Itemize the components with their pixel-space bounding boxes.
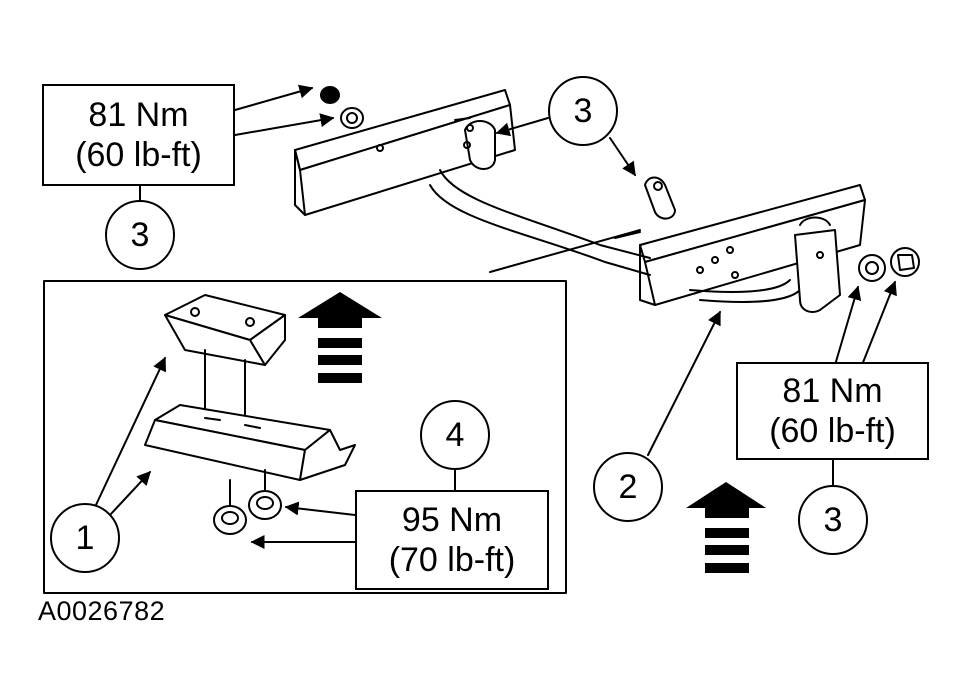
callout-2: 2 <box>593 452 663 522</box>
cross-member <box>429 169 801 303</box>
callout-4: 4 <box>420 400 490 470</box>
callout-number: 3 <box>573 91 593 130</box>
left-bracket <box>454 117 496 170</box>
torque-value-lbft: (70 lb-ft) <box>388 541 516 579</box>
torque-value-lbft: (60 lb-ft) <box>75 136 202 174</box>
inset-mount-pad <box>164 294 286 431</box>
right-bracket <box>794 216 841 313</box>
callout-1: 1 <box>50 503 120 573</box>
left-frame-rail <box>294 89 516 216</box>
top-nuts <box>320 86 364 129</box>
inset-nuts <box>213 469 282 535</box>
front-arrow-inset <box>298 292 382 383</box>
callout-number: 1 <box>75 518 95 557</box>
callout-3-top-left: 3 <box>105 200 175 270</box>
torque-box-inset: 95 Nm (70 lb-ft) <box>355 490 549 590</box>
figure-id: A0026782 <box>38 596 166 626</box>
torque-value-nm: 95 Nm <box>401 501 503 539</box>
torque-box-right: 81 Nm (60 lb-ft) <box>736 362 929 460</box>
front-arrow-main <box>686 482 766 573</box>
callout-3-top-center: 3 <box>548 76 618 146</box>
callout-number: 4 <box>445 415 465 454</box>
torque-value-nm: 81 Nm <box>88 96 189 134</box>
torque-value-lbft: (60 lb-ft) <box>769 412 896 450</box>
callout-number: 2 <box>618 467 638 506</box>
inset-frame <box>43 280 567 594</box>
torque-value-nm: 81 Nm <box>782 372 883 410</box>
callout-number: 3 <box>130 215 150 254</box>
callout-number: 3 <box>823 500 843 539</box>
torque-box-top-left: 81 Nm (60 lb-ft) <box>42 84 235 186</box>
center-bolt <box>644 176 676 220</box>
right-nuts <box>858 247 920 282</box>
inset-lower-bracket <box>144 404 356 481</box>
callout-3-bottom-right: 3 <box>798 485 868 555</box>
